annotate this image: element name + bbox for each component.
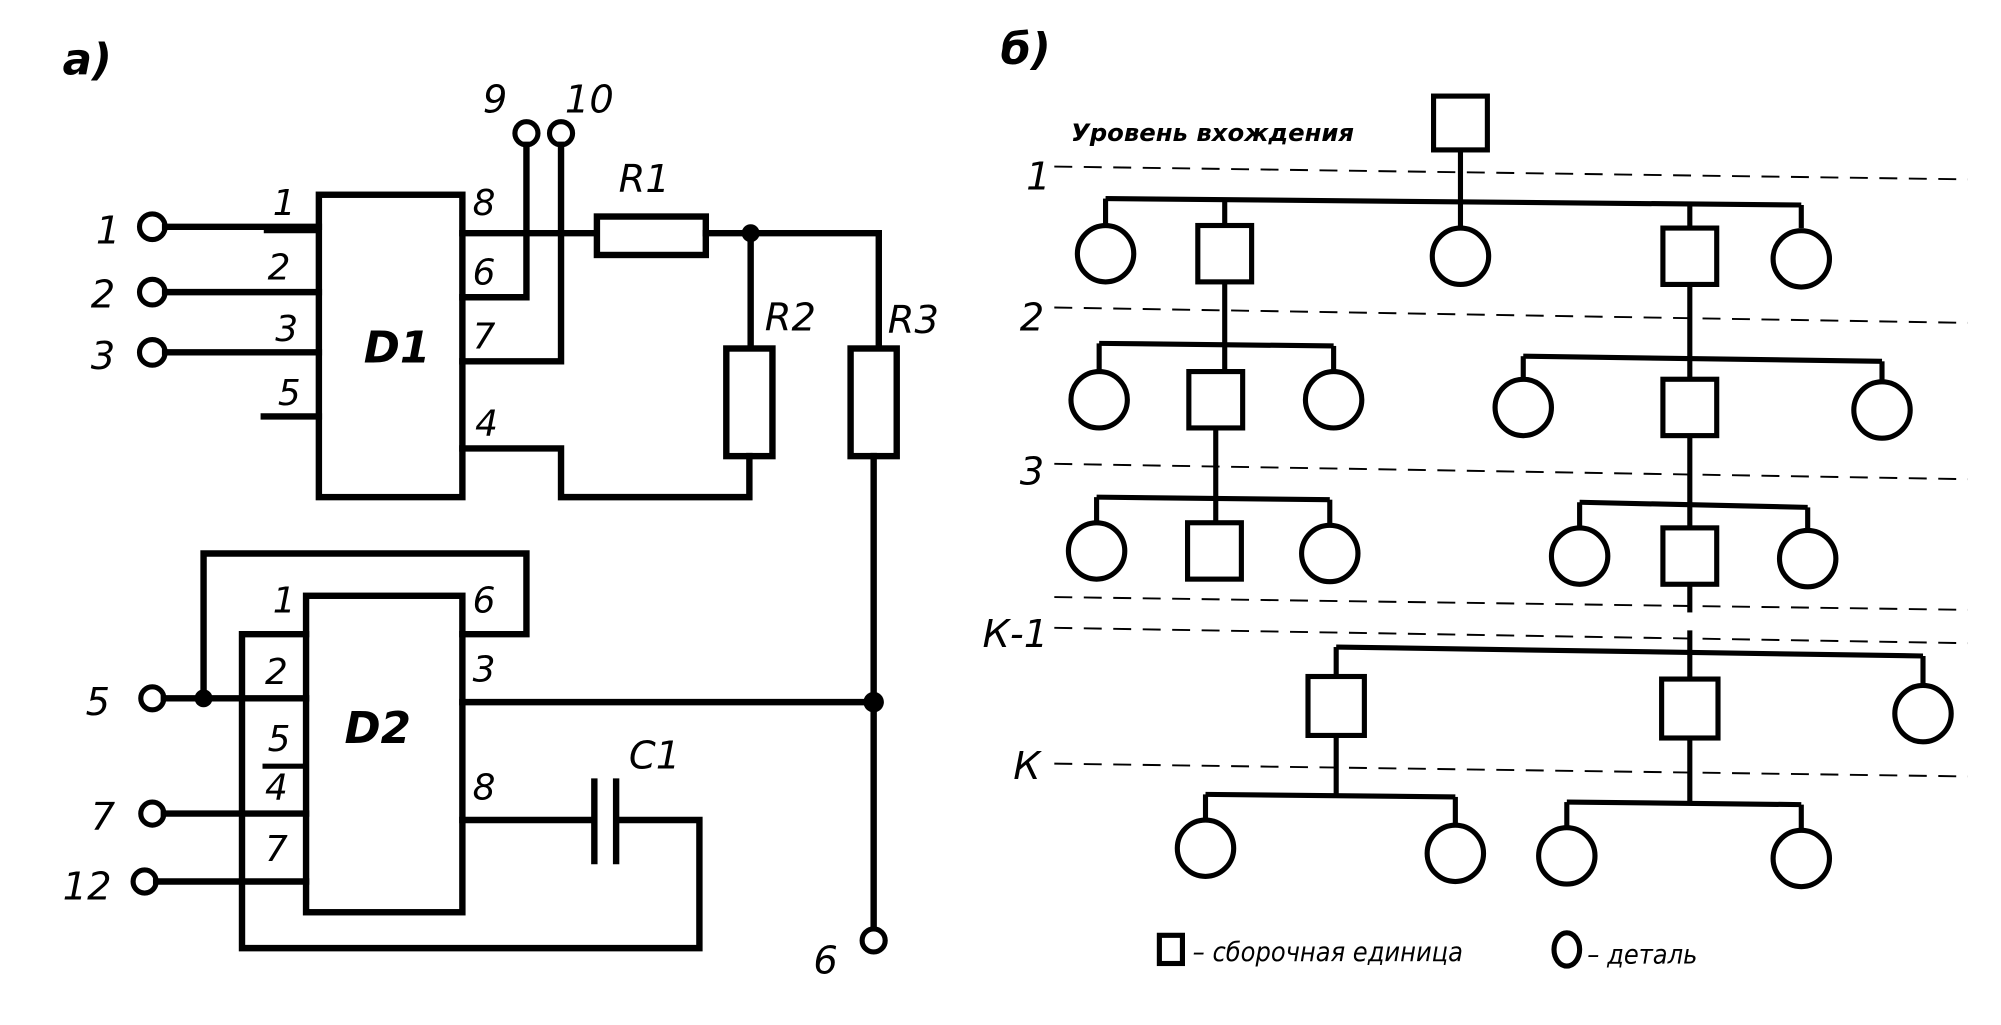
resistor-r3-label: R3: [888, 298, 939, 343]
resistor-r3: [847, 345, 900, 460]
chip-d2: [302, 592, 466, 916]
junction-terminal-5: [194, 689, 213, 708]
tree-assembly: [1305, 673, 1367, 738]
tree-assembly: [1660, 376, 1720, 439]
d2-pin-7: 7: [265, 829, 288, 870]
tree-part: [1770, 228, 1833, 290]
level-3-line: [1054, 462, 1968, 481]
d2-pin-3: 3: [473, 650, 496, 691]
panel-a-label: а): [63, 35, 112, 85]
level-1-line: [1054, 165, 1968, 181]
panel-b-label: б): [1001, 25, 1051, 75]
d1-pin-5: 5: [278, 373, 301, 414]
tree-part: [1174, 817, 1237, 879]
tree-part: [1851, 379, 1913, 441]
tree-assembly: [1185, 520, 1244, 582]
tree-assembly: [1660, 525, 1720, 587]
level-k1-line: [1054, 626, 1968, 645]
level-2-line: [1054, 306, 1968, 324]
terminal-1-label: 1: [96, 208, 120, 253]
terminal-9: [512, 119, 541, 148]
tree-part: [1429, 225, 1492, 287]
tree-part: [1065, 520, 1128, 582]
panel-a-circuit: а) D1 1 2 3 5 8 6 7 4 1 2 3 9 10: [63, 35, 939, 983]
tree-part: [1302, 369, 1365, 431]
terminal-10-label: 10: [565, 78, 614, 123]
d1-pin-1: 1: [273, 183, 296, 224]
terminal-3-label: 3: [91, 334, 115, 379]
d1-pin-6: 6: [473, 252, 496, 293]
tree-part: [1424, 822, 1487, 885]
terminal-6: [859, 926, 888, 955]
terminal-10: [546, 119, 576, 148]
tree-part: [1492, 376, 1554, 439]
tree-assembly: [1659, 676, 1721, 741]
d2-pin-5: 5: [268, 719, 291, 760]
chip-d2-label: D2: [345, 704, 411, 754]
tree-title: Уровень вхождения: [1071, 118, 1354, 147]
legend-assembly-icon: [1156, 932, 1185, 967]
tree-part: [1074, 222, 1137, 285]
terminal-2: [136, 276, 168, 308]
terminal-6-label: 6: [813, 939, 837, 984]
d2-pin-1: 1: [273, 580, 296, 621]
chip-d1: [315, 191, 466, 501]
resistor-r2-label: R2: [765, 296, 816, 341]
tree-part: [1068, 369, 1130, 431]
level-k-line: [1054, 762, 1968, 778]
d1-pin-7: 7: [473, 317, 496, 358]
terminal-12: [130, 867, 159, 896]
d2-pin-8: 8: [473, 767, 496, 808]
legend: – сборочная единица – деталь: [1156, 930, 1697, 970]
resistor-r1-label: R1: [619, 157, 670, 202]
terminal-7-label: 7: [91, 795, 116, 840]
legend-part-label: – деталь: [1587, 939, 1697, 970]
d1-pin-3: 3: [275, 309, 298, 350]
tree-assembly: [1186, 369, 1246, 431]
tree-root-assembly: [1431, 93, 1490, 153]
tree-part: [1299, 522, 1361, 585]
tree-assembly: [1195, 222, 1255, 285]
terminal-5: [138, 684, 167, 713]
level-k1-upper-line: [1054, 596, 1968, 611]
tree-assembly: [1660, 225, 1720, 287]
terminal-1: [136, 211, 168, 243]
terminal-7: [138, 799, 167, 828]
chip-d1-label: D1: [364, 324, 430, 374]
tree-part: [1776, 527, 1839, 590]
terminal-2-label: 2: [91, 273, 115, 318]
d1-pin-2: 2: [268, 247, 291, 288]
d2-pin-6: 6: [473, 580, 496, 621]
d2-left-bus: [238, 631, 703, 952]
level-2-label: 2: [1020, 296, 1044, 341]
resistor-r1: [593, 213, 710, 259]
panel-b-tree: б) Уровень вхождения 1 2 3 К-1 К: [983, 25, 1968, 970]
level-k-label: К: [1013, 744, 1042, 789]
tree-part: [1770, 827, 1833, 890]
level-3-label: 3: [1020, 449, 1044, 494]
resistor-r2: [723, 345, 776, 460]
d2-pin-2: 2: [265, 652, 288, 693]
d1-pin-4: 4: [475, 404, 498, 445]
capacitor-c1-label: C1: [629, 734, 680, 779]
level-k1-label: К-1: [983, 612, 1049, 657]
d2-pin-4: 4: [265, 767, 288, 808]
level-1-label: 1: [1026, 155, 1050, 200]
tree-part: [1548, 525, 1611, 587]
legend-part-icon: [1551, 930, 1583, 969]
tree-part: [1536, 825, 1598, 887]
terminal-3: [136, 336, 168, 368]
d1-pin-8: 8: [473, 183, 496, 224]
legend-assembly-label: – сборочная единица: [1193, 937, 1463, 968]
terminal-12-label: 12: [63, 864, 112, 909]
terminal-5-label: 5: [86, 680, 110, 725]
terminal-9-label: 9: [483, 78, 507, 123]
d2-feedback-loop: [200, 550, 530, 702]
tree-part: [1892, 682, 1954, 745]
